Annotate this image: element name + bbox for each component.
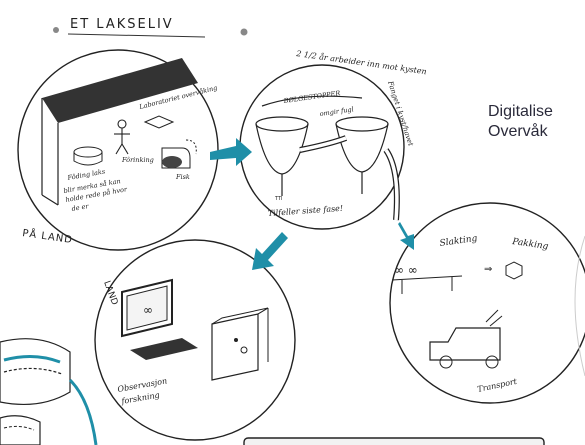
fish-right-label: Fisk <box>175 173 190 181</box>
pin-icon <box>53 27 59 33</box>
packing-label: Pakking <box>511 237 550 252</box>
tank-icon <box>143 115 175 129</box>
observation-label: Observasjon <box>117 376 168 394</box>
sketch-title: ET LAKSELIV <box>70 17 174 32</box>
circle-on-land: Laboratoriet overvåking Fôding laks Fôri… <box>17 49 219 251</box>
overlay-text: Digitalise Overvåk <box>488 102 553 142</box>
arc-side-label: Fanget i kyst/havet <box>386 79 415 147</box>
sub-label: omgir fugl <box>319 105 354 118</box>
bottom-panel <box>243 437 545 445</box>
land-label: LAND <box>101 280 119 307</box>
on-land-label: PÅ LAND <box>22 226 74 246</box>
research-label: forskning <box>120 390 161 406</box>
circle-processing: Slakting Pakking ∞ ∞ ⇒ Transport <box>389 202 585 404</box>
pin-icon <box>240 28 248 36</box>
circle-research: ∞ Observasjon forskning LAND <box>94 239 296 441</box>
slaughter-label: Slakting <box>439 234 478 249</box>
title-underline <box>67 33 206 38</box>
note-line-3: de er <box>71 202 90 213</box>
arrow-land-to-sea <box>210 138 252 166</box>
infinity-icon: ∞ ∞ <box>394 263 418 277</box>
truck-icon <box>429 327 501 361</box>
lab-bench-icon <box>211 313 259 381</box>
breakwater-label: BØLGESTOPPER <box>282 89 341 105</box>
fish-cage-icon <box>255 116 309 196</box>
keyboard-icon <box>130 338 198 360</box>
overlay-line-2: Overvåk <box>488 123 548 140</box>
package-icon <box>505 261 523 280</box>
fish-cage-icon <box>335 116 389 194</box>
overlay-line-1: Digitalise <box>488 103 553 120</box>
fish-tank-icon <box>73 146 103 158</box>
transport-label: Transport <box>477 377 519 394</box>
arrow-sea-to-processing <box>398 222 414 250</box>
monitor-icon <box>121 278 173 338</box>
flow-arrows <box>210 138 414 270</box>
feeding-label: Fôrinking <box>121 156 154 164</box>
edge-illustration <box>0 338 98 445</box>
edge-shadow <box>574 235 585 377</box>
feeder-icon <box>161 147 191 169</box>
person-icon <box>114 119 130 155</box>
last-phase-label: Tilfeller siste fase! <box>268 204 344 218</box>
arrow-icon: ⇒ <box>484 264 492 275</box>
tiny-label: TTI <box>274 196 283 202</box>
shed-roof-icon <box>42 58 198 123</box>
arrow-sea-to-research <box>252 232 288 270</box>
monitor-infinity-icon: ∞ <box>143 303 153 317</box>
circle-at-sea: BØLGESTOPPER omgir fugl Tilfeller siste … <box>239 49 428 230</box>
arc-top-label: 2 1/2 år arbeider inn mot kysten <box>295 49 428 76</box>
